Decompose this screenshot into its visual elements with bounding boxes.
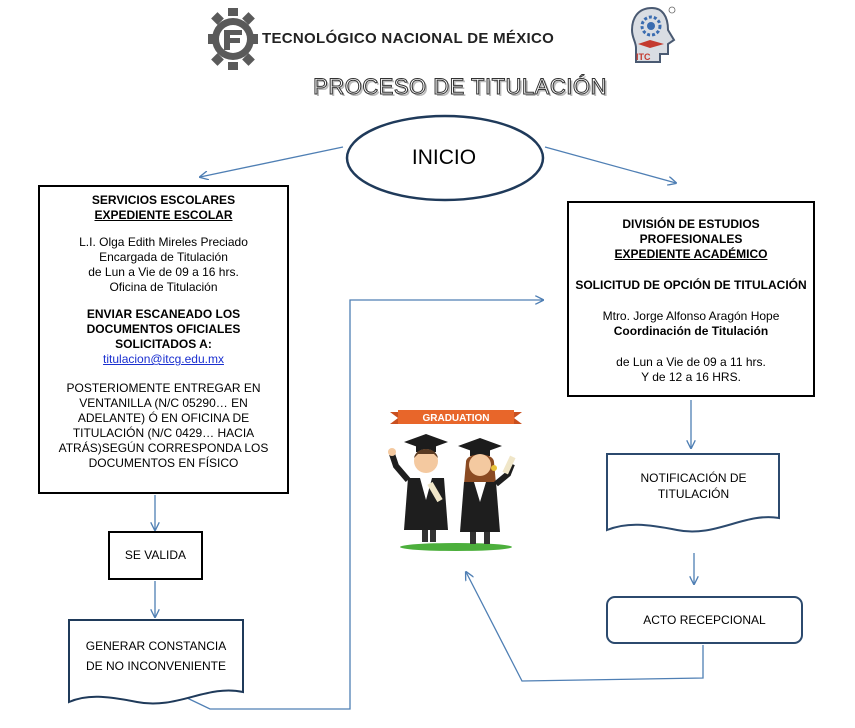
servicios-delivery-text: POSTERIOMENTE ENTREGAR EN VENTANILLA (N/… [58,381,269,470]
constancia-text: GENERAR CONSTANCIA DE NO INCONVENIENTE [67,636,245,676]
arrow-inicio-to-division [544,146,676,183]
se-valida-box: SE VALIDA [108,531,203,580]
servicios-subtitle: EXPEDIENTE ESCOLAR [94,208,233,222]
tecnm-logo-icon [208,8,258,70]
se-valida-label: SE VALIDA [124,548,187,562]
constancia-line2: DE NO INCONVENIENTE [85,659,226,673]
notificacion-text: NOTIFICACIÓN DE TITULACIÓN [605,470,782,502]
acto-label: ACTO RECEPCIONAL [643,613,766,627]
constancia-document-shape [68,619,244,705]
servicios-escolares-box: SERVICIOS ESCOLARES EXPEDIENTE ESCOLAR L… [38,185,289,494]
notificacion-document-shape [606,453,780,533]
division-subtitle: EXPEDIENTE ACADÉMICO [614,247,768,261]
division-solicitud: SOLICITUD DE OPCIÓN DE TITULACIÓN [575,278,807,292]
division-person: Mtro. Jorge Alfonso Aragón Hope [602,309,780,323]
start-ellipse [345,114,545,202]
institution-name: TECNOLÓGICO NACIONAL DE MÉXICO [262,30,555,47]
page-title: PROCESO DE TITULACIÓN [313,74,607,100]
start-label: INICIO [411,146,477,169]
division-hours2: Y de 12 a 16 HRS. [641,370,741,384]
servicios-role: Encargada de Titulación [99,250,228,264]
email-link[interactable]: titulacion@itcg.edu.mx [103,352,224,366]
servicios-office: Oficina de Titulación [109,280,218,294]
servicios-instruction: ENVIAR ESCANEADO LOS DOCUMENTOS OFICIALE… [86,307,241,351]
graduate-girl-icon [458,438,516,544]
notificacion-line2: TITULACIÓN [657,487,730,501]
constancia-line1: GENERAR CONSTANCIA [85,639,227,653]
graduation-banner-text: GRADUATION [422,413,489,424]
arrow-inicio-to-servicios [200,146,344,177]
graduation-banner-icon [390,410,522,424]
notificacion-line1: NOTIFICACIÓN DE [640,471,747,485]
division-role: Coordinación de Titulación [613,324,769,338]
arrow-constancia-to-division [184,300,543,710]
arrow-acto-to-graduation [466,572,704,682]
itc-seal-text: ITC [636,52,651,62]
servicios-person: L.I. Olga Edith Mireles Preciado [79,235,248,249]
graduate-boy-icon [388,434,448,542]
acto-recepcional-box: ACTO RECEPCIONAL [606,596,803,644]
servicios-hours: de Lun a Vie de 09 a 16 hrs. [88,265,239,279]
division-hours1: de Lun a Vie de 09 a 11 hrs. [616,355,766,369]
division-title: DIVISIÓN DE ESTUDIOS PROFESIONALES [622,217,760,246]
itc-seal-icon [630,6,676,63]
division-estudios-box: DIVISIÓN DE ESTUDIOS PROFESIONALES EXPED… [567,201,815,397]
servicios-title: SERVICIOS ESCOLARES [91,193,236,207]
graduation-illustration: GRADUATION [388,410,522,551]
